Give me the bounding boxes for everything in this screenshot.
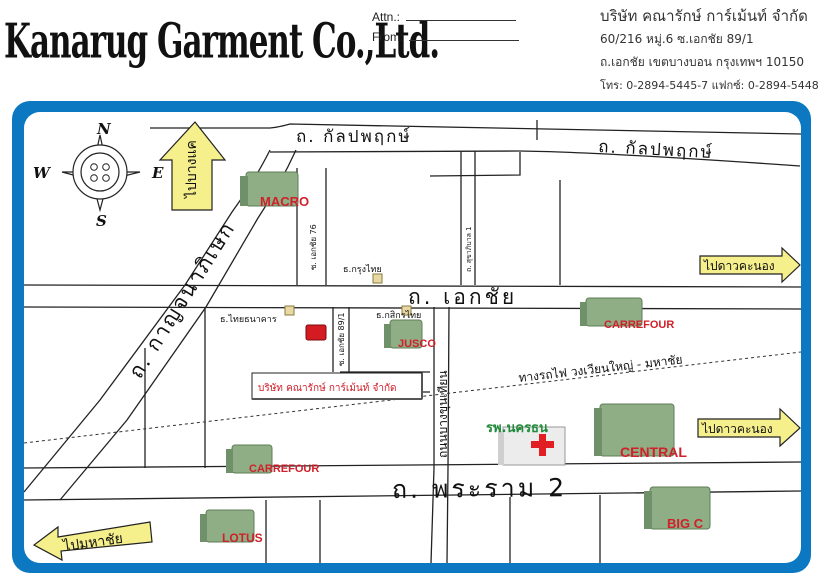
compass-s: S	[96, 212, 107, 230]
attn-line	[406, 10, 517, 21]
road-label-soi-89: ซ. เอกชัย 89/1	[337, 312, 346, 366]
arrow-daokhanong-mid: ไปดาวคะนอง	[697, 407, 801, 448]
road-label-bangkhunthian: ถนนบางขุนเทียน	[436, 370, 451, 458]
road-kanlapaphruek-edge1	[150, 123, 801, 135]
building-macro: MACRO	[240, 171, 309, 209]
arrow-daokhanong-top: ไปดาวคะนอง	[699, 246, 801, 284]
compass-n: N	[96, 120, 112, 138]
road-label-sukhapiban: ถ. สุขาภิบาล 1	[465, 226, 473, 272]
label-central: CENTRAL	[620, 444, 687, 460]
company-marker	[305, 324, 327, 341]
road-label-ekachai: ถ. เอกชัย	[408, 285, 517, 309]
road-ekachai-edge1	[24, 284, 801, 288]
road-label-kanlapaphruek-1: ถ. กัลปพฤกษ์	[296, 127, 412, 147]
attn-label: Attn.:	[372, 10, 401, 24]
from-field: From:	[372, 30, 520, 44]
building-bigc: BIG C	[644, 486, 711, 531]
arrow-bangkhae: ไปบางแค	[158, 121, 227, 211]
compass-e: E	[151, 164, 164, 182]
company-name-thai: บริษัท คณารักษ์ การ์เม้นท์ จำกัด	[600, 7, 808, 25]
street-a	[429, 152, 521, 177]
label-company: บริษัท คณารักษ์ การ์เม้นท์ จำกัด	[258, 382, 397, 394]
road-ekachai-edge2	[24, 306, 801, 310]
phone-line: โทร: 0-2894-5445-7 แฟกซ์: 0-2894-5448	[600, 79, 819, 92]
label-hospital: รพ.นครธน	[486, 421, 548, 436]
road-label-rama2: ถ. พระราม 2	[392, 473, 567, 504]
attn-field: Attn.:	[372, 10, 517, 24]
label-carrefour-top: CARREFOUR	[604, 319, 674, 331]
road-bangkhunthian-edge1	[430, 307, 435, 563]
label-macro: MACRO	[260, 194, 309, 209]
label-bank-kasikorn: ธ.กสิกรไทย	[376, 310, 421, 321]
address-line-1: 60/216 หมู่.6 ซ.เอกชัย 89/1	[600, 32, 754, 46]
company-callout: บริษัท คณารักษ์ การ์เม้นท์ จำกัด	[251, 372, 423, 400]
label-jusco: JUSCO	[398, 338, 436, 350]
label-bigc: BIG C	[667, 516, 704, 531]
from-label: From:	[372, 30, 404, 44]
bank-thanachart-marker	[284, 305, 295, 316]
road-rama2-edge1	[24, 461, 801, 469]
road-label-soi-76: ซ. เอกชัย 76	[309, 224, 318, 270]
building-lotus: LOTUS	[200, 509, 263, 545]
arrow-daokhanong-top-label: ไปดาวคะนอง	[703, 259, 775, 273]
arrow-daokhanong-mid-label: ไปดาวคะนอง	[701, 422, 773, 436]
label-bank-thanachart: ธ.ไทยธนาคาร	[220, 314, 277, 325]
bank-kasikorn-marker	[401, 305, 412, 316]
road-bangkhunthian-edge2	[446, 306, 450, 563]
building-jusco: JUSCO	[384, 319, 436, 350]
label-lotus: LOTUS	[222, 531, 263, 545]
road-kanlapaphruek-edge2	[269, 150, 801, 167]
hospital-nakornthon: รพ.นครธน	[486, 421, 566, 466]
label-bank-krungthai: ธ.กรุงไทย	[343, 264, 382, 275]
from-line	[409, 30, 520, 41]
bank-krungthai-marker	[372, 273, 383, 284]
building-carrefour-bottom: CARREFOUR	[226, 444, 319, 475]
building-carrefour-top: CARREFOUR	[580, 297, 674, 331]
arrow-bangkhae-label: ไปบางแค	[183, 140, 200, 199]
compass-icon: N W E S	[33, 120, 164, 230]
building-central: CENTRAL	[594, 403, 687, 460]
compass-w: W	[33, 164, 52, 182]
label-carrefour-bottom: CARREFOUR	[249, 463, 319, 475]
address-line-2: ถ.เอกชัย เขตบางบอน กรุงเทพฯ 10150	[600, 55, 805, 69]
